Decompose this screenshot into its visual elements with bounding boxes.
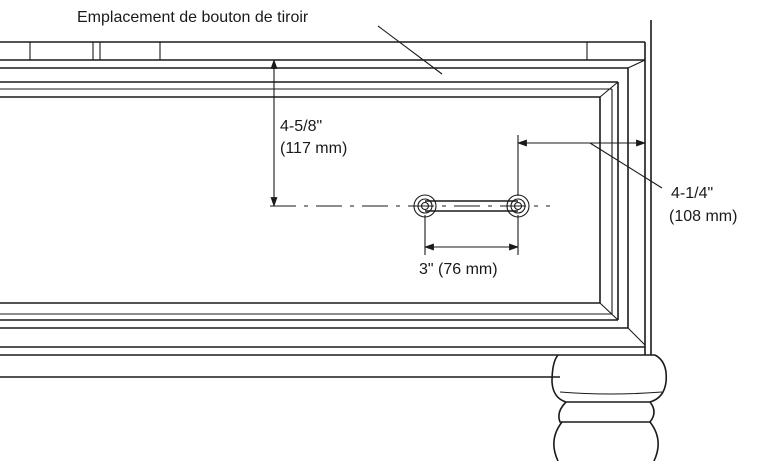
right-post bbox=[644, 20, 652, 355]
knob-location-leader bbox=[377, 25, 443, 75]
top-rail bbox=[0, 41, 645, 61]
spacing-dimension bbox=[424, 215, 519, 255]
vertical-dim-in-label: 4-5/8" bbox=[280, 118, 322, 135]
drawer-front bbox=[0, 59, 646, 346]
horizontal-dim-in-label: 4-1/4" bbox=[671, 185, 713, 202]
vertical-dim-mm-label: (117 mm) bbox=[280, 140, 347, 157]
spacing-dim-label: 3" (76 mm) bbox=[419, 261, 498, 278]
turned-leg bbox=[551, 354, 668, 461]
bottom-rail bbox=[0, 346, 655, 378]
knob-location-label: Emplacement de bouton de tiroir bbox=[77, 9, 309, 26]
horizontal-dimension bbox=[517, 135, 663, 196]
horizontal-dim-mm-label: (108 mm) bbox=[669, 208, 737, 225]
